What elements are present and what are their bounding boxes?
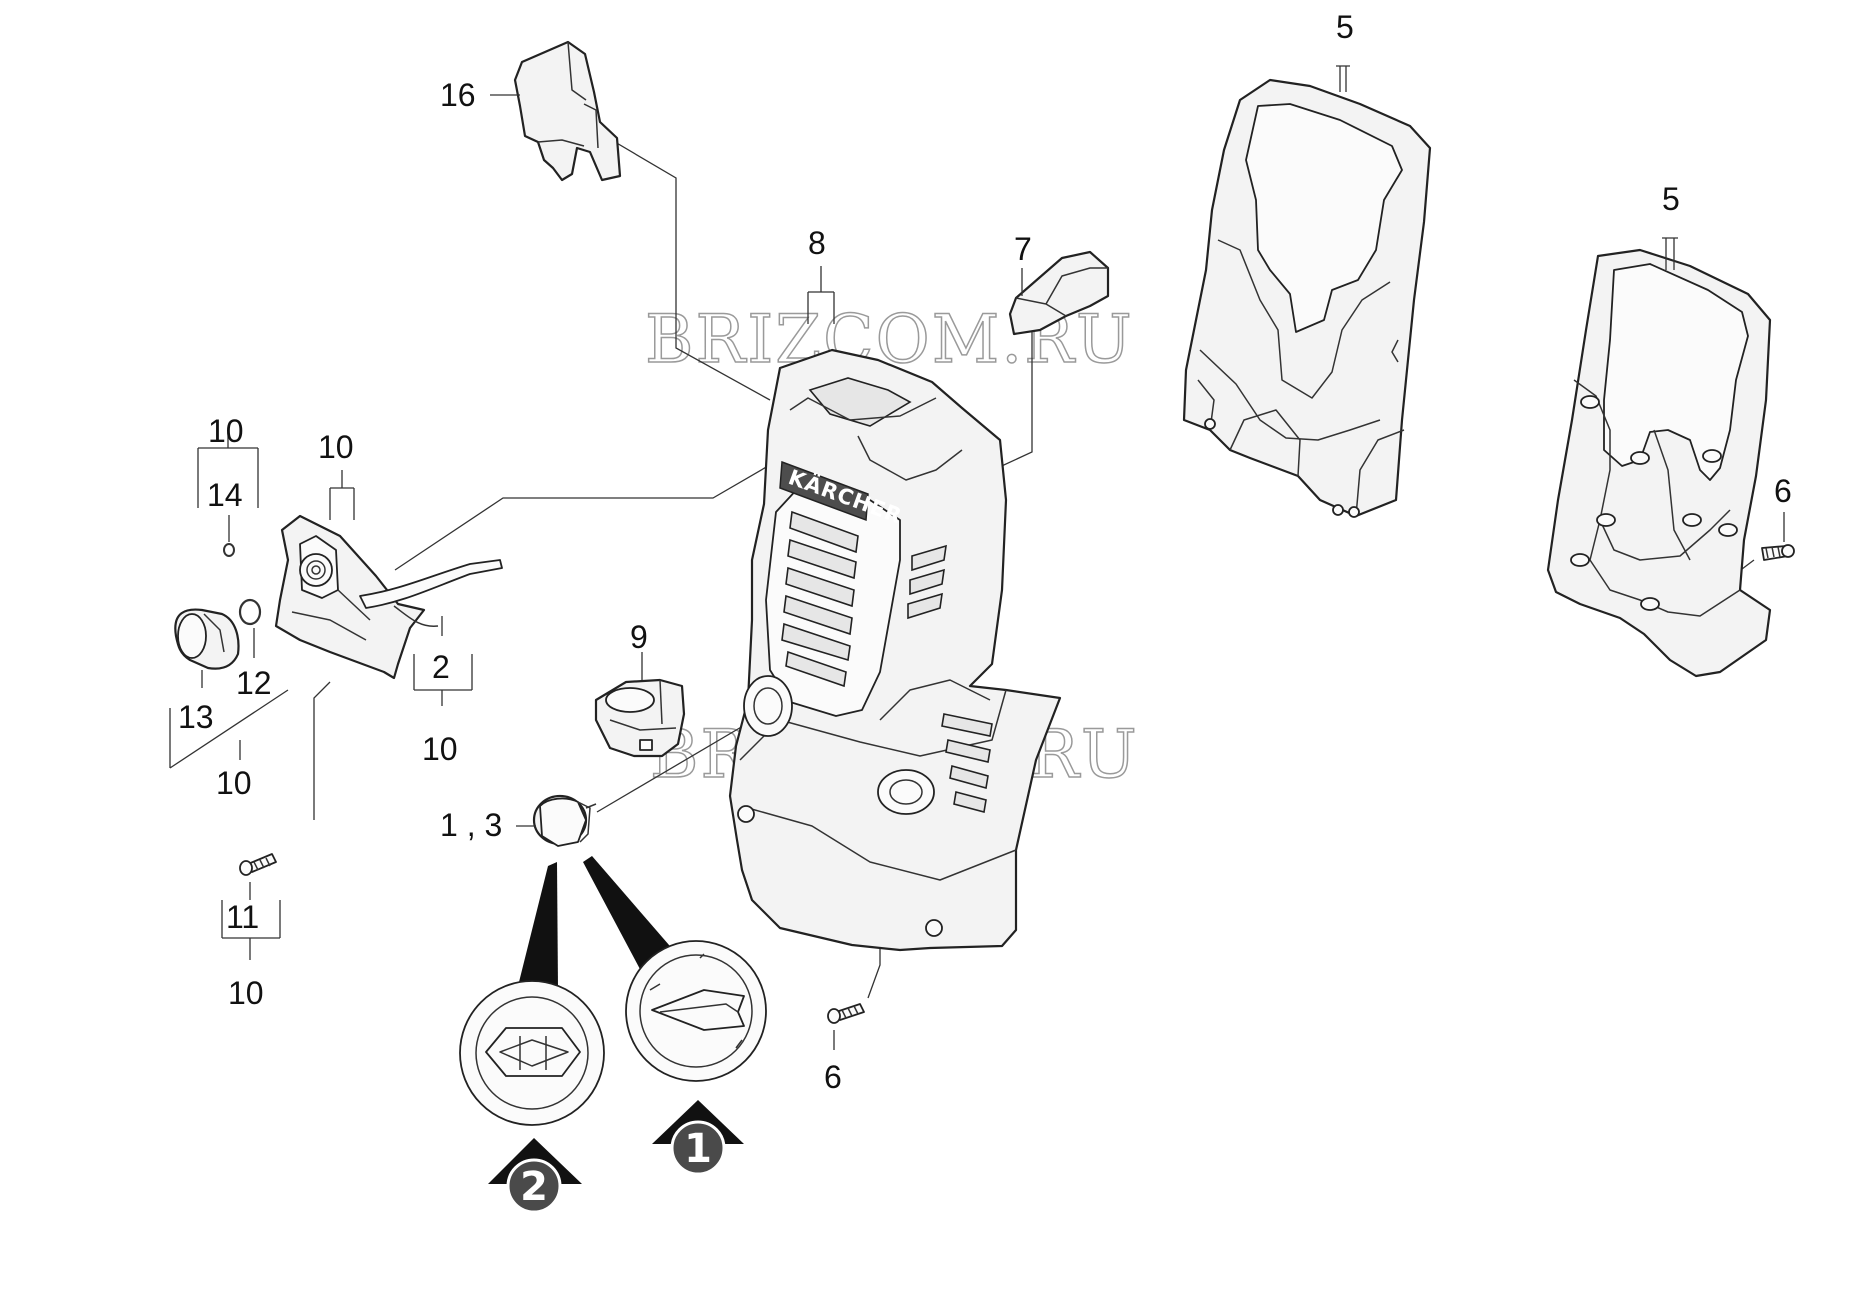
callout-5-right: 5: [1662, 181, 1680, 217]
part-13-knob: [174, 608, 240, 670]
side-vents: [907, 544, 947, 620]
callout-10-top-left: 10: [208, 413, 244, 449]
variant-detail-1: [625, 940, 767, 1082]
frame-pegs: [1570, 395, 1738, 611]
callout-14: 14: [207, 477, 243, 513]
part-6-screw-bottom: [827, 1003, 865, 1024]
callout-6-right: 6: [1774, 473, 1792, 509]
callout-labels: 16 5 5 8 7 6 6 10 14 10 12 13 2 10 10 9 …: [178, 9, 1792, 1095]
variant-detail-2: [459, 980, 605, 1126]
lower-vents: [941, 713, 993, 813]
part-12-o-ring: [238, 598, 262, 626]
variant-badge-1: 1: [652, 1100, 744, 1176]
leader-lines: [313, 131, 1755, 999]
callout-1-3: 1 , 3: [440, 807, 502, 843]
part-10-side-cover: [274, 514, 503, 680]
part-6-screw-right: [1761, 544, 1795, 561]
callout-10-lower-left: 10: [216, 765, 252, 801]
callout-10-top-center: 10: [318, 429, 354, 465]
part-11-screw: [239, 853, 277, 876]
part-9-holder: [594, 678, 686, 758]
variant-badge-1-label: 1: [684, 1126, 712, 1172]
callout-6-bottom: 6: [824, 1059, 842, 1095]
callout-13: 13: [178, 699, 214, 735]
callout-12: 12: [236, 665, 272, 701]
callout-5-top: 5: [1336, 9, 1354, 45]
callout-brackets: [169, 65, 1785, 1050]
part-8-main-housing: KÄRCHER: [728, 348, 1062, 952]
callout-8: 8: [808, 225, 826, 261]
part-1-3-knob: [532, 794, 597, 847]
callout-10-bottom: 10: [228, 975, 264, 1011]
front-vents: [781, 510, 859, 688]
part-16-handle-clip: [513, 40, 622, 182]
callout-2: 2: [432, 649, 450, 685]
callout-16: 16: [440, 77, 476, 113]
callout-10-right-of-2: 10: [422, 731, 458, 767]
callout-9: 9: [630, 619, 648, 655]
callout-7: 7: [1014, 231, 1032, 267]
part-5b-inner-frame: [1546, 248, 1772, 678]
callout-11: 11: [226, 899, 259, 935]
variant-badge-2-label: 2: [520, 1164, 548, 1210]
part-14-small-ring: [223, 543, 235, 557]
variant-badge-2: 2: [488, 1138, 582, 1214]
part-5a-rear-frame: [1182, 78, 1432, 518]
part-7-hook: [1008, 250, 1110, 336]
